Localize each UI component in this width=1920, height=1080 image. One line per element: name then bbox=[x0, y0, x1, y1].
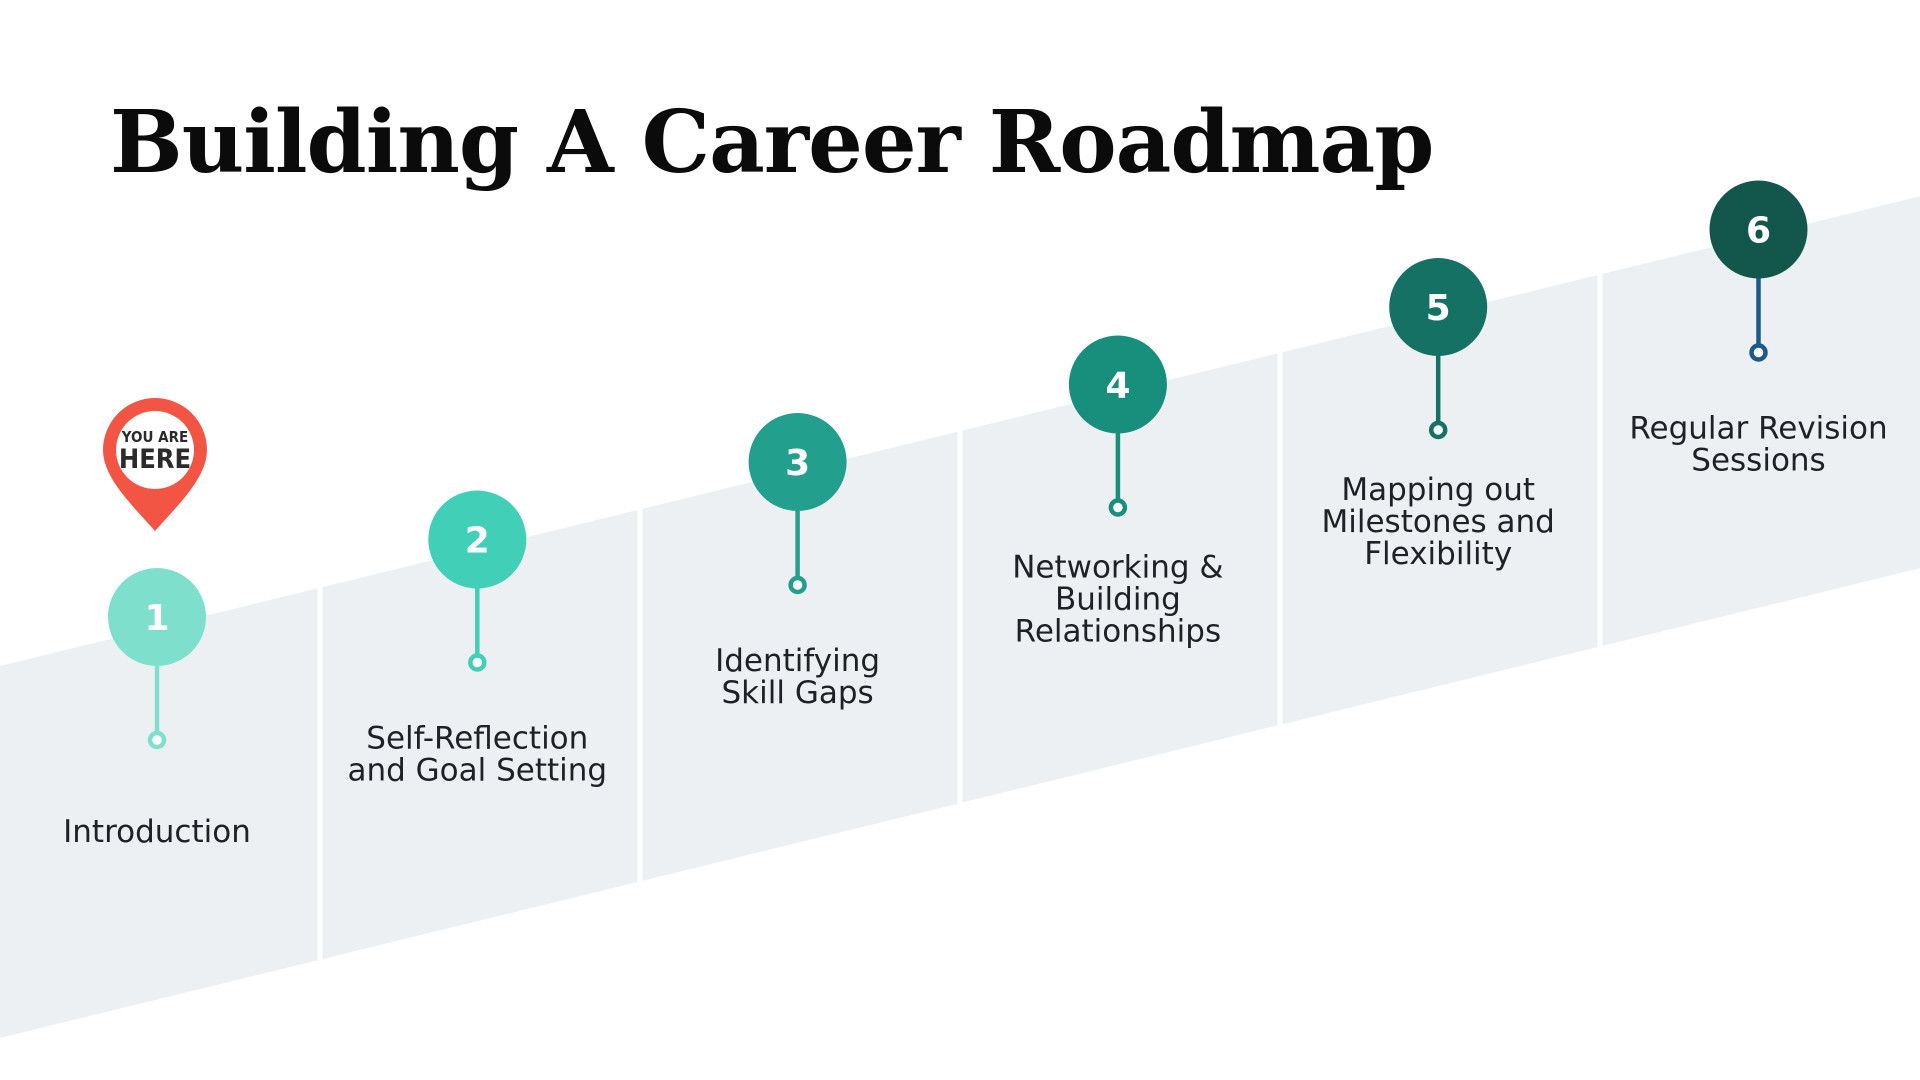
roadmap-band bbox=[0, 196, 1920, 1038]
step-circle bbox=[1389, 258, 1488, 356]
step-dot bbox=[1749, 343, 1768, 362]
step-label: Flexibility bbox=[1364, 536, 1512, 572]
step-number: 4 bbox=[1105, 366, 1130, 407]
band-segment bbox=[322, 510, 638, 960]
step-dot bbox=[468, 653, 487, 672]
step-number: 3 bbox=[785, 443, 810, 484]
step-label: Regular Revision bbox=[1629, 411, 1887, 447]
step-dot bbox=[1108, 498, 1128, 517]
step-number: 2 bbox=[465, 521, 490, 562]
step-label: Networking & bbox=[1012, 550, 1223, 586]
band-segment bbox=[642, 431, 958, 881]
step-label: Self-Reflection bbox=[366, 721, 588, 757]
step-label: Introduction bbox=[63, 814, 251, 850]
step-number: 1 bbox=[144, 598, 169, 639]
step-circle bbox=[428, 490, 527, 589]
step-label: Identifying bbox=[715, 643, 880, 679]
step-label: and Goal Setting bbox=[347, 753, 607, 789]
step-dot bbox=[147, 730, 167, 750]
step-dot bbox=[1428, 420, 1448, 440]
step-number: 6 bbox=[1746, 211, 1771, 252]
band-segment bbox=[1602, 196, 1920, 646]
step-circle bbox=[748, 413, 847, 511]
step-label: Building bbox=[1055, 582, 1181, 618]
pin-label-top: YOU ARE bbox=[121, 428, 188, 446]
step-dot bbox=[788, 575, 807, 595]
band-segment bbox=[1282, 275, 1598, 725]
step-label: Mapping out bbox=[1341, 472, 1535, 508]
band-segment bbox=[0, 588, 318, 1038]
step-circle bbox=[1068, 335, 1167, 434]
page-title: Building A Career Roadmap bbox=[110, 92, 1434, 193]
step-label: Sessions bbox=[1691, 443, 1825, 479]
step-circle bbox=[108, 568, 206, 666]
step-label: Relationships bbox=[1015, 614, 1221, 650]
band-segment bbox=[962, 353, 1278, 803]
step-circle bbox=[1709, 180, 1808, 279]
step-number: 5 bbox=[1426, 288, 1451, 329]
step-label: Skill Gaps bbox=[722, 675, 874, 711]
pin-inner-circle bbox=[116, 411, 194, 489]
step-label: Milestones and bbox=[1322, 504, 1555, 540]
pin-label-bottom: HERE bbox=[119, 444, 191, 475]
